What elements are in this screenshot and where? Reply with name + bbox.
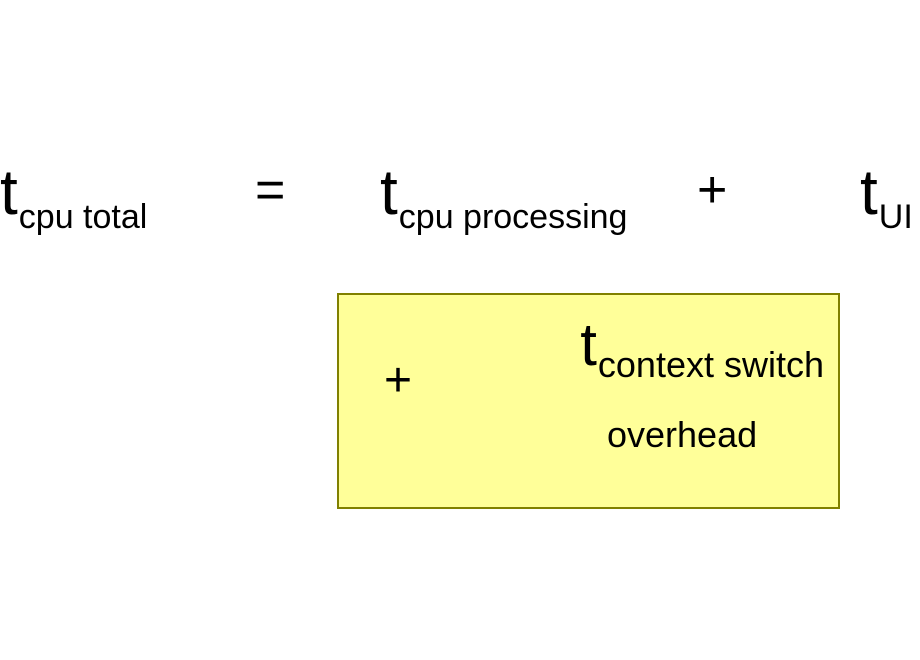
term-subscript: cpu total	[18, 198, 148, 236]
plus-sign: +	[384, 354, 413, 407]
term-t-ui: tUI	[860, 160, 913, 234]
term-subscript: context switch	[597, 344, 824, 385]
term-subscript: cpu processing	[398, 198, 628, 236]
term-symbol: t	[0, 156, 18, 228]
term-symbol: t	[380, 156, 398, 228]
overhead-label: overhead	[607, 414, 758, 455]
plus-sign: +	[697, 161, 728, 219]
term-t-cpu-total: tcpu total	[0, 160, 147, 234]
term-symbol: t	[580, 311, 597, 378]
term-subscript: UI	[878, 198, 913, 236]
equals-sign: =	[255, 161, 286, 219]
term-t-cpu-processing: tcpu processing	[380, 160, 627, 234]
context-switch-overhead-box: + tcontext switch overhead	[337, 293, 840, 509]
term-symbol: t	[860, 156, 878, 228]
term-t-context-switch: tcontext switch	[580, 315, 824, 383]
